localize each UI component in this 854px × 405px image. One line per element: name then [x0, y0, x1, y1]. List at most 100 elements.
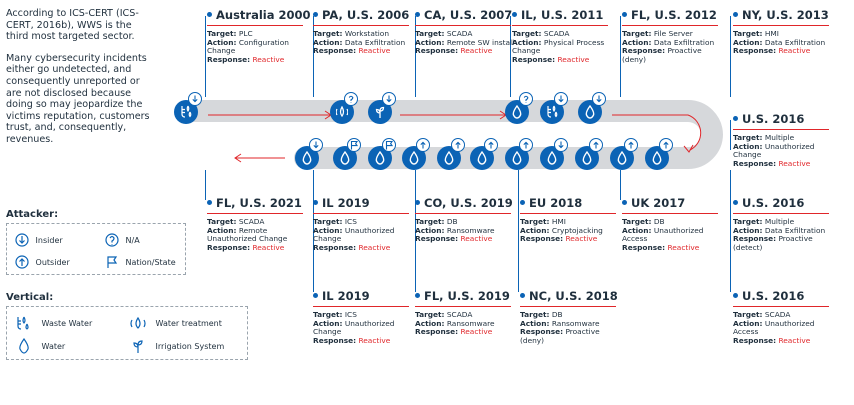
event-divider: [313, 213, 409, 214]
event-target: Target: HMI: [520, 217, 566, 226]
event-divider: [415, 25, 511, 26]
outsider-icon: [451, 138, 465, 152]
intro-paragraph-2: Many cybersecurity incidents either go u…: [6, 52, 150, 145]
event-response: Response: Reactive: [733, 158, 811, 168]
water-drop-icon: [19, 337, 29, 354]
event-response: Response: Reactive: [415, 46, 493, 56]
event-divider: [622, 25, 718, 26]
legend-na: N/A: [105, 233, 140, 247]
flag-icon: [347, 138, 361, 152]
event-action: Action: Unauthorized Change: [733, 141, 815, 160]
event-action: Action: Physical Process Change: [512, 37, 605, 56]
event-marker-icon: [520, 293, 525, 298]
intro-text: According to ICS-CERT (ICS-CERT, 2016b),…: [6, 8, 156, 156]
event-action: Action: Ransomware: [415, 225, 495, 235]
event-divider: [512, 25, 608, 26]
outsider-icon: [416, 138, 430, 152]
event-title: EU 2018: [520, 197, 622, 210]
waste-water-icon: [17, 316, 29, 330]
outsider-icon: [15, 255, 29, 269]
event-title: FL, U.S. 2021: [207, 197, 309, 210]
event-divider: [733, 306, 829, 307]
intro-paragraph-1: According to ICS-CERT (ICS-CERT, 2016b),…: [6, 8, 139, 43]
legend-nation-state: Nation/State: [105, 255, 176, 269]
event-response: Response: Reactive: [313, 335, 391, 345]
legend-insider: Insider: [15, 233, 63, 247]
event-divider: [733, 213, 829, 214]
flag-icon: [107, 256, 118, 268]
event-response: Response: Reactive: [622, 242, 700, 252]
water-node-icon: [505, 146, 529, 170]
vertical-legend-title: Vertical:: [6, 292, 54, 303]
event-target: Target: Multiple: [733, 217, 795, 226]
event-target: Target: DB: [415, 217, 458, 226]
event-action: Action: Remote Unauthorized Change: [207, 225, 288, 244]
insider-icon: [382, 92, 396, 106]
insider-icon: [554, 92, 568, 106]
event-response: Response: Reactive: [207, 54, 285, 64]
event-action: Action: Data Exfiltration: [733, 225, 826, 235]
event-marker-icon: [733, 293, 738, 298]
flow-arrow-bottom-head: [234, 153, 242, 163]
event-title: UK 2017: [622, 197, 724, 210]
legend-irrigation-system: Irrigation System: [129, 338, 224, 354]
event-target: Target: DB: [622, 217, 665, 226]
event-action: Action: Unauthorized Change: [313, 225, 395, 244]
legend-outsider: Outsider: [15, 255, 70, 269]
legend-water: Water: [15, 337, 65, 354]
event-marker-icon: [622, 12, 627, 17]
event-title: NY, U.S. 2013: [733, 9, 835, 22]
connector-line: [415, 170, 416, 292]
event-action: Action: Cryptojacking: [520, 225, 603, 235]
connector-line: [620, 170, 621, 200]
connector-line: [415, 16, 416, 97]
event-marker-icon: [415, 12, 420, 17]
event-title: IL 2019: [313, 197, 415, 210]
outsider-icon: [589, 138, 603, 152]
outsider-icon: [519, 138, 533, 152]
event-response: Response: Reactive: [415, 234, 493, 244]
event-divider: [520, 213, 616, 214]
event-marker-icon: [733, 116, 738, 121]
insider-icon: [15, 233, 29, 247]
event-target: Target: SCADA: [512, 29, 570, 38]
connector-line: [730, 170, 731, 292]
water-node-icon: [295, 146, 319, 170]
event-response: Response: Reactive: [313, 242, 391, 252]
connector-line: [313, 16, 314, 97]
event-marker-icon: [415, 293, 420, 298]
flow-arrow-turn-head: [683, 144, 694, 153]
connector-line: [518, 170, 519, 292]
event-response: Response: Proactive (deny): [622, 46, 702, 64]
event-action: Action: Data Exfiltration: [733, 37, 826, 47]
attacker-legend: Insider N/A Outsider Nation/State: [6, 223, 186, 275]
event-title: FL, U.S. 2012: [622, 9, 724, 22]
event-title: NC, U.S. 2018: [520, 290, 622, 303]
event-title: CA, U.S. 2007: [415, 9, 517, 22]
insider-icon: [554, 138, 568, 152]
event-target: Target: PLC: [207, 29, 253, 38]
event-marker-icon: [207, 200, 212, 205]
event-title: U.S. 2016: [733, 290, 835, 303]
event-target: Target: DB: [520, 310, 563, 319]
event-target: Target: SCADA: [733, 310, 791, 319]
event-response: Response: Reactive: [520, 234, 598, 244]
na-icon: [344, 92, 358, 106]
event-target: Target: ICS: [313, 310, 357, 319]
event-target: Target: HMI: [733, 29, 779, 38]
water-treatment-icon: [130, 316, 146, 329]
event-target: Target: SCADA: [415, 310, 473, 319]
event-title: IL, U.S. 2011: [512, 9, 614, 22]
event-title: CO, U.S. 2019: [415, 197, 517, 210]
flag-icon: [382, 138, 396, 152]
connector-line: [205, 170, 206, 200]
